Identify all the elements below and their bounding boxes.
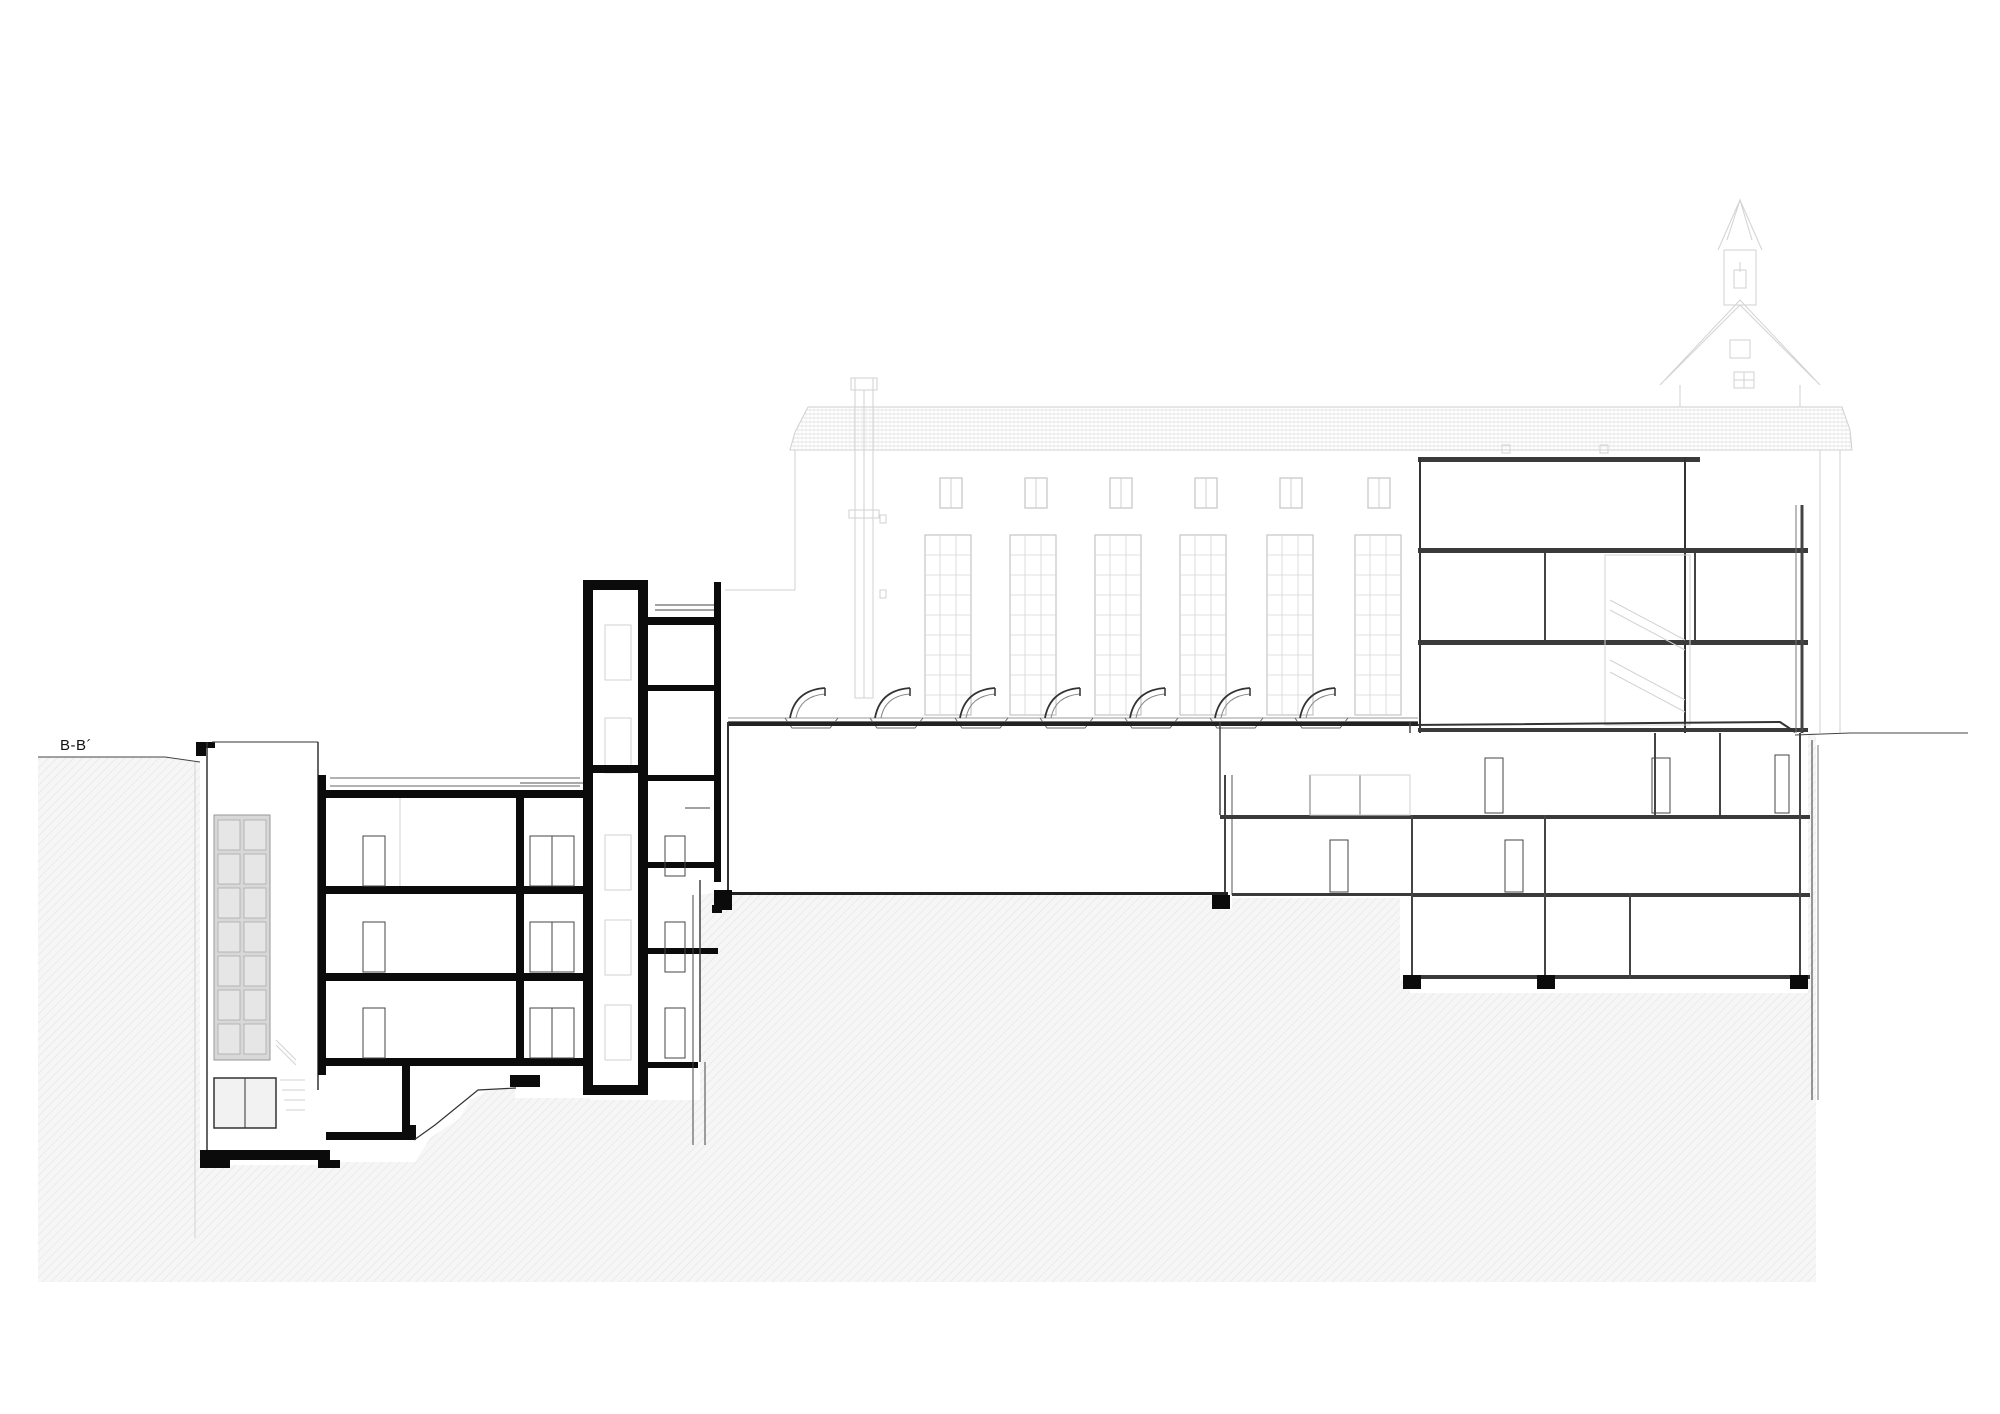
left-building (196, 580, 732, 1168)
grade-line-left (38, 756, 201, 763)
tall-window (1094, 534, 1142, 716)
grade-line-right (1794, 732, 1968, 736)
tall-window (1179, 534, 1227, 716)
tall-window (924, 534, 972, 716)
tall-window (1354, 534, 1402, 716)
background-elevation (725, 198, 1853, 733)
ground-hatch (38, 733, 1816, 1282)
right-building-lower (1212, 720, 1810, 989)
tall-windows (924, 534, 1402, 716)
right-building (1418, 457, 1808, 733)
chapel-tower (1659, 198, 1821, 407)
central-hall (727, 722, 1418, 895)
section-label: B-B´ (60, 737, 92, 754)
roof-tiles (789, 406, 1853, 451)
tall-window (1266, 534, 1314, 716)
upper-windows (939, 477, 1391, 509)
tall-window (1009, 534, 1057, 716)
